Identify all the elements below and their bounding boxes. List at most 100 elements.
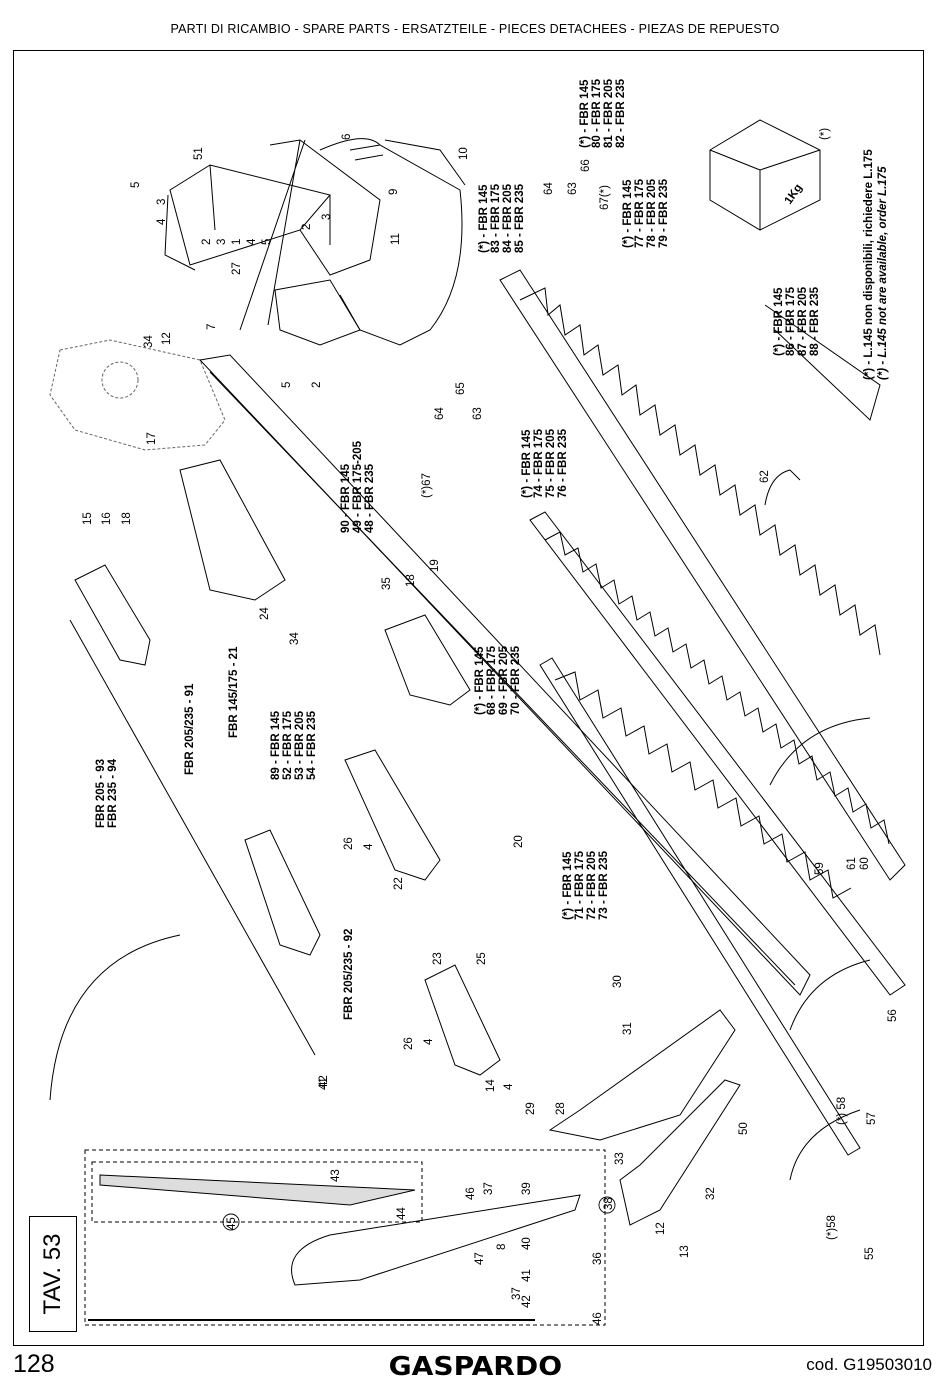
callout-38: 38 <box>603 1197 615 1210</box>
callout-28: 28 <box>555 1102 567 1115</box>
callout-31: 31 <box>622 1022 634 1035</box>
document-code: cod. G19503010 <box>806 1355 932 1374</box>
callout-56: 56 <box>887 1009 899 1022</box>
group-86-88: (*) - FBR 145 86 - FBR 175 87 - FBR 205 … <box>773 284 821 356</box>
callout-41a: 41 <box>318 1077 330 1090</box>
page-header: PARTI DI RICAMBIO - SPARE PARTS - ERSATZ… <box>170 22 780 36</box>
callout-30: 30 <box>612 975 624 988</box>
callout-47: 47 <box>474 1252 486 1265</box>
callout-59: 59 <box>814 862 826 875</box>
callout-20: 20 <box>513 835 525 848</box>
callout-35: 35 <box>381 577 393 590</box>
bag-star: (*) <box>819 128 831 140</box>
callout-23: 23 <box>432 952 444 965</box>
callout-67a: 67(*) <box>599 185 611 210</box>
callout-13: 13 <box>679 1245 691 1258</box>
part-groups: (*) - FBR 145 80 - FBR 175 81 - FBR 205 … <box>95 76 821 1020</box>
callout-46a: 46 <box>465 1187 477 1200</box>
callout-1: 1 <box>231 239 243 245</box>
callout-46b: 46 <box>592 1312 604 1325</box>
callout-44: 44 <box>396 1207 408 1220</box>
callout-5c: 5 <box>281 382 293 388</box>
callout-10: 10 <box>458 147 470 160</box>
group-68-70: (*) - FBR 145 68 - FBR 175 69 - FBR 205 … <box>474 643 522 715</box>
group-21: FBR 145/175 - 21 <box>228 646 240 738</box>
table-label: TAV. 53 <box>39 1233 66 1315</box>
callout-4b: 4 <box>156 218 168 225</box>
exploded-parts-drawing: (*) - FBR 145 80 - FBR 175 81 - FBR 205 … <box>49 76 906 1326</box>
callout-64b: 64 <box>543 182 555 195</box>
callout-2a: 2 <box>201 239 213 245</box>
callout-33: 33 <box>614 1152 626 1165</box>
callout-25: 25 <box>476 952 488 965</box>
group-90-48: 90 - FBR 145 49 - FBR 175-205 48 - FBR 2… <box>340 438 376 533</box>
callout-55: 55 <box>864 1247 876 1260</box>
table-label-box: TAV. 53 <box>29 1216 77 1332</box>
group-92: FBR 205/235 - 92 <box>343 929 355 1020</box>
callout-15: 15 <box>82 512 94 525</box>
callout-11: 11 <box>390 233 402 245</box>
callout-63a: 63 <box>472 407 484 420</box>
callout-62: 62 <box>759 470 771 483</box>
group-71-73: (*) - FBR 145 71 - FBR 175 72 - FBR 205 … <box>562 848 610 920</box>
group-93-94: FBR 205 - 93 FBR 235 - 94 <box>95 756 119 828</box>
callout-60: 60 <box>859 857 871 870</box>
group-83-85: (*) - FBR 145 83 - FBR 175 84 - FBR 205 … <box>478 181 526 253</box>
brand-text: GASPARDO <box>388 1352 562 1382</box>
callout-67b: (*)67 <box>421 473 433 498</box>
callout-50: 50 <box>738 1122 750 1135</box>
callout-3a: 3 <box>216 239 228 245</box>
callout-19: 19 <box>429 559 441 572</box>
callout-61: 61 <box>846 857 858 870</box>
note-en: (*) - L.145 not are available, order L.1… <box>877 166 889 380</box>
callout-5b: 5 <box>130 182 142 188</box>
callout-43: 43 <box>330 1169 342 1182</box>
callout-18b: 18 <box>405 574 417 587</box>
callout-7: 7 <box>206 324 218 330</box>
callout-39: 39 <box>521 1182 533 1195</box>
callout-42b: 42 <box>521 1295 533 1308</box>
callout-16: 16 <box>101 512 113 525</box>
callout-3b: 3 <box>321 214 333 220</box>
callout-4c: 4 <box>363 843 375 850</box>
group-89-54: 89 - FBR 145 52 - FBR 175 53 - FBR 205 5… <box>270 708 318 780</box>
callout-51: 51 <box>193 147 205 160</box>
callout-9: 9 <box>388 189 400 195</box>
callout-22: 22 <box>393 877 405 890</box>
callout-4d: 4 <box>423 1038 435 1045</box>
callout-37b: 37 <box>511 1287 523 1300</box>
callout-8: 8 <box>496 1244 508 1250</box>
callout-26a: 26 <box>343 837 355 850</box>
callout-4a: 4 <box>246 238 258 245</box>
callout-34b: 34 <box>289 632 301 645</box>
callout-41b: 41 <box>521 1269 533 1282</box>
callout-18a: 18 <box>121 512 133 525</box>
drawing-frame <box>13 50 924 1346</box>
callout-65: 65 <box>455 382 467 395</box>
group-91: FBR 205/235 - 91 <box>184 683 196 775</box>
callout-40: 40 <box>521 1237 533 1250</box>
callout-4e: 4 <box>503 1083 515 1090</box>
circled-callouts <box>222 1196 616 1231</box>
bag-weight: 1Kg <box>783 182 805 207</box>
callout-27: 27 <box>231 262 243 275</box>
callout-64a: 64 <box>434 407 446 420</box>
callout-34a: 34 <box>143 335 155 348</box>
callout-12b: 12 <box>655 1222 667 1235</box>
callout-3c: 3 <box>156 199 168 205</box>
callout-29: 29 <box>525 1102 537 1115</box>
callout-45: 45 <box>226 1217 238 1230</box>
callout-26b: 26 <box>403 1037 415 1050</box>
callout-36: 36 <box>592 1252 604 1265</box>
group-80-82: (*) - FBR 145 80 - FBR 175 81 - FBR 205 … <box>579 76 627 148</box>
callout-63b: 63 <box>567 182 579 195</box>
callout-6: 6 <box>341 134 353 140</box>
callout-58a: (*) 58 <box>836 1097 848 1125</box>
page-number: 128 <box>13 1350 55 1378</box>
group-74-76: (*) - FBR 145 74 - FBR 175 75 - FBR 205 … <box>521 426 569 498</box>
callout-66: 66 <box>580 159 592 172</box>
callout-32: 32 <box>705 1187 717 1200</box>
callout-37a: 37 <box>483 1182 495 1195</box>
group-77-79: (*) - FBR 145 77 - FBR 175 78 - FBR 205 … <box>622 176 670 248</box>
callout-2c: 2 <box>311 382 323 388</box>
